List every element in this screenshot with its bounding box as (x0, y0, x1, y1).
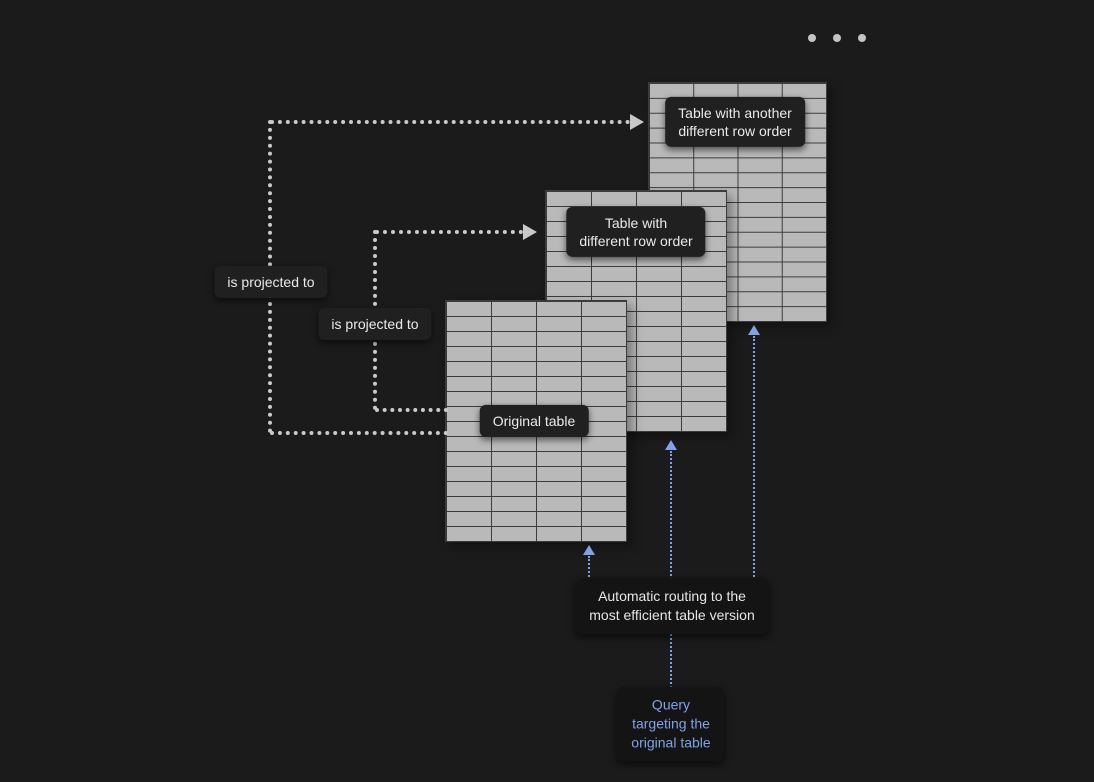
projection-outer-top-line (270, 120, 630, 124)
projection-inner-arrowhead-icon (523, 224, 537, 240)
slide-dots (808, 34, 866, 42)
projection-inner-edge-label: is projected to (318, 307, 432, 341)
projection-inner-top-line (375, 230, 523, 234)
routing-branch-original-arrowhead-icon (583, 545, 595, 555)
projection-outer-edge-label: is projected to (214, 265, 328, 299)
table-another-row-order-label: Table with another different row order (665, 96, 805, 148)
projection-outer-bottom-line (270, 431, 448, 435)
slide-dot-1[interactable] (808, 34, 816, 42)
projection-outer-arrowhead-icon (630, 114, 644, 130)
routing-branch-different-line (670, 451, 672, 584)
query-box: Query targeting the original table (617, 686, 725, 762)
table-original-label: Original table (479, 404, 589, 438)
routing-branch-another-arrowhead-icon (748, 325, 760, 335)
routing-branch-different-arrowhead-icon (665, 440, 677, 450)
projection-inner-bottom-line (375, 408, 448, 412)
table-different-row-order-label: Table with different row order (566, 206, 706, 258)
routing-branch-original-line (588, 556, 590, 584)
routing-branch-another-line (753, 336, 755, 584)
slide-dot-3[interactable] (858, 34, 866, 42)
query-to-routing-line (670, 634, 672, 688)
automatic-routing-box: Automatic routing to the most efficient … (575, 578, 769, 634)
slide-dot-2[interactable] (833, 34, 841, 42)
